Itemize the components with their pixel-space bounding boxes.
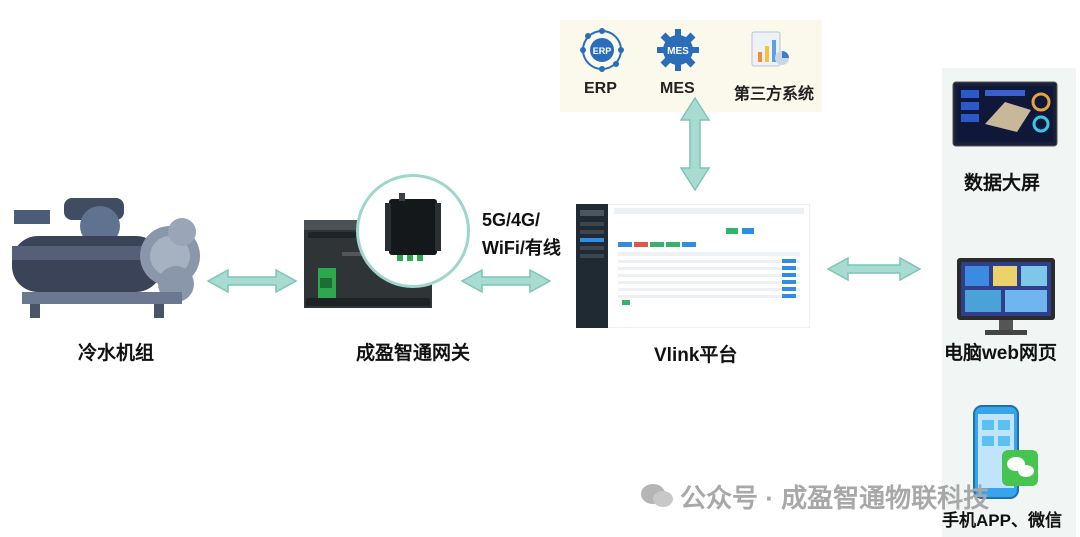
gateway-device-icon bbox=[385, 193, 441, 261]
erp-icon-text: ERP bbox=[593, 46, 612, 56]
big-screen-label: 数据大屏 bbox=[964, 173, 1041, 194]
platform-label: Vlink平台 bbox=[654, 345, 738, 366]
web-page-label: 电脑web网页 bbox=[944, 343, 1057, 364]
app-wechat-label: 手机APP、微信 bbox=[942, 511, 1062, 530]
platform-outputs-arrow bbox=[826, 256, 922, 282]
third-party-chart-icon bbox=[751, 31, 789, 67]
chiller-unit-image bbox=[12, 198, 200, 318]
connection-type-line2: WiFi/有线 bbox=[482, 238, 561, 258]
erp-label: ERP bbox=[584, 80, 617, 97]
gateway-zoom-circle bbox=[356, 174, 470, 288]
chiller-label: 冷水机组 bbox=[78, 343, 155, 364]
desktop-monitor-icon bbox=[957, 258, 1055, 335]
connection-type-line1: 5G/4G/ bbox=[482, 210, 541, 230]
vlink-platform-screenshot bbox=[576, 204, 810, 328]
mes-icon-text: MES bbox=[667, 46, 689, 57]
third-party-label: 第三方系统 bbox=[734, 86, 815, 103]
data-big-screen-icon bbox=[952, 81, 1058, 147]
platform-systems-arrow bbox=[679, 96, 711, 192]
chiller-gateway-arrow bbox=[206, 268, 298, 294]
mobile-phone-icon bbox=[973, 405, 1038, 499]
gateway-platform-arrow bbox=[460, 268, 552, 294]
watermark-text: 公众号 · 成盈智通物联科技 bbox=[680, 483, 990, 513]
wechat-watermark-icon bbox=[641, 484, 673, 507]
mes-label: MES bbox=[660, 80, 695, 97]
mes-gear-icon: MES bbox=[657, 29, 699, 71]
third-party-systems-panel: ERP ERP MES MES 第三方系统 bbox=[560, 20, 822, 112]
gateway-label: 成盈智通网关 bbox=[356, 343, 471, 364]
erp-icon: ERP bbox=[580, 28, 624, 72]
